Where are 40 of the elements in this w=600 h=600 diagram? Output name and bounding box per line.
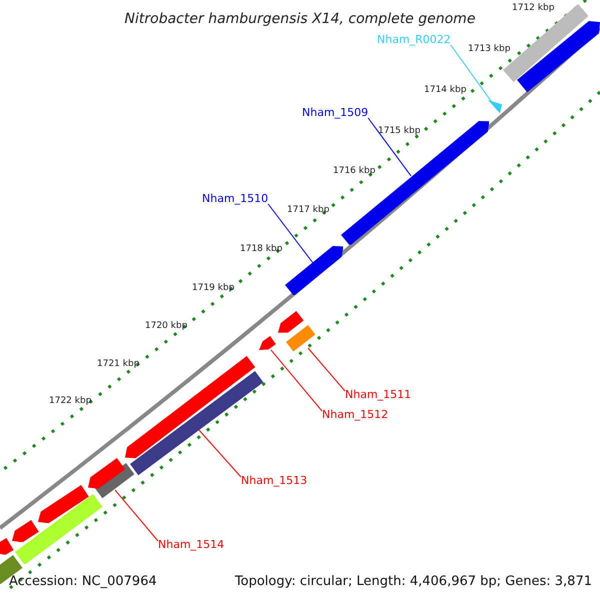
footer-text: Topology: circular; Length: 4,406,967 bp; Genes: 3,871	[234, 574, 592, 590]
gene-label: Nham_1512	[322, 408, 388, 421]
gene-label: Nham_1509	[302, 106, 368, 119]
gene-feature	[15, 494, 103, 564]
gene-feature	[284, 246, 343, 296]
leader-line	[198, 429, 242, 478]
leader-line	[308, 348, 346, 392]
gene-label: Nham_1513	[241, 474, 308, 487]
gene-feature	[38, 485, 89, 524]
scale-label: 1717 kbp	[287, 205, 330, 216]
footer-text: Accession: NC_007964	[9, 574, 157, 590]
leader-line	[114, 489, 158, 542]
gene-feature	[278, 311, 304, 333]
gene-feature	[125, 356, 256, 459]
gene-label: Nham_1510	[202, 192, 268, 205]
gene-label: Nham_1514	[158, 538, 224, 551]
leader-line	[368, 118, 412, 176]
scale-label: 1713 kbp	[468, 44, 510, 55]
gene-label: Nham_R0022	[377, 33, 451, 46]
scale-label: 1718 kbp	[240, 244, 282, 255]
title: Nitrobacter hamburgensis X14, complete genome	[124, 10, 476, 29]
scale-label: 1720 kbp	[145, 321, 188, 332]
gene-label: Nham_1511	[345, 388, 412, 401]
scale-label: 1721 kbp	[97, 359, 140, 370]
gene-feature	[259, 336, 276, 350]
gene-feature	[130, 371, 264, 476]
gene-feature	[286, 325, 316, 352]
gene-marker	[488, 100, 502, 114]
leader-line	[270, 349, 322, 412]
scale-label: 1715 kbp	[378, 126, 420, 137]
gene-feature	[516, 20, 600, 92]
gene-feature	[88, 458, 126, 489]
scale-label: 1722 kbp	[49, 396, 92, 407]
scale-label: 1716 kbp	[333, 166, 376, 177]
scale-label: 1719 kbp	[192, 283, 234, 294]
leader-line	[268, 204, 314, 264]
gene-feature	[12, 520, 39, 542]
leader-line	[450, 44, 492, 102]
scale-label: 1712 kbp	[512, 3, 554, 14]
scale-label: 1714 kbp	[424, 85, 466, 96]
